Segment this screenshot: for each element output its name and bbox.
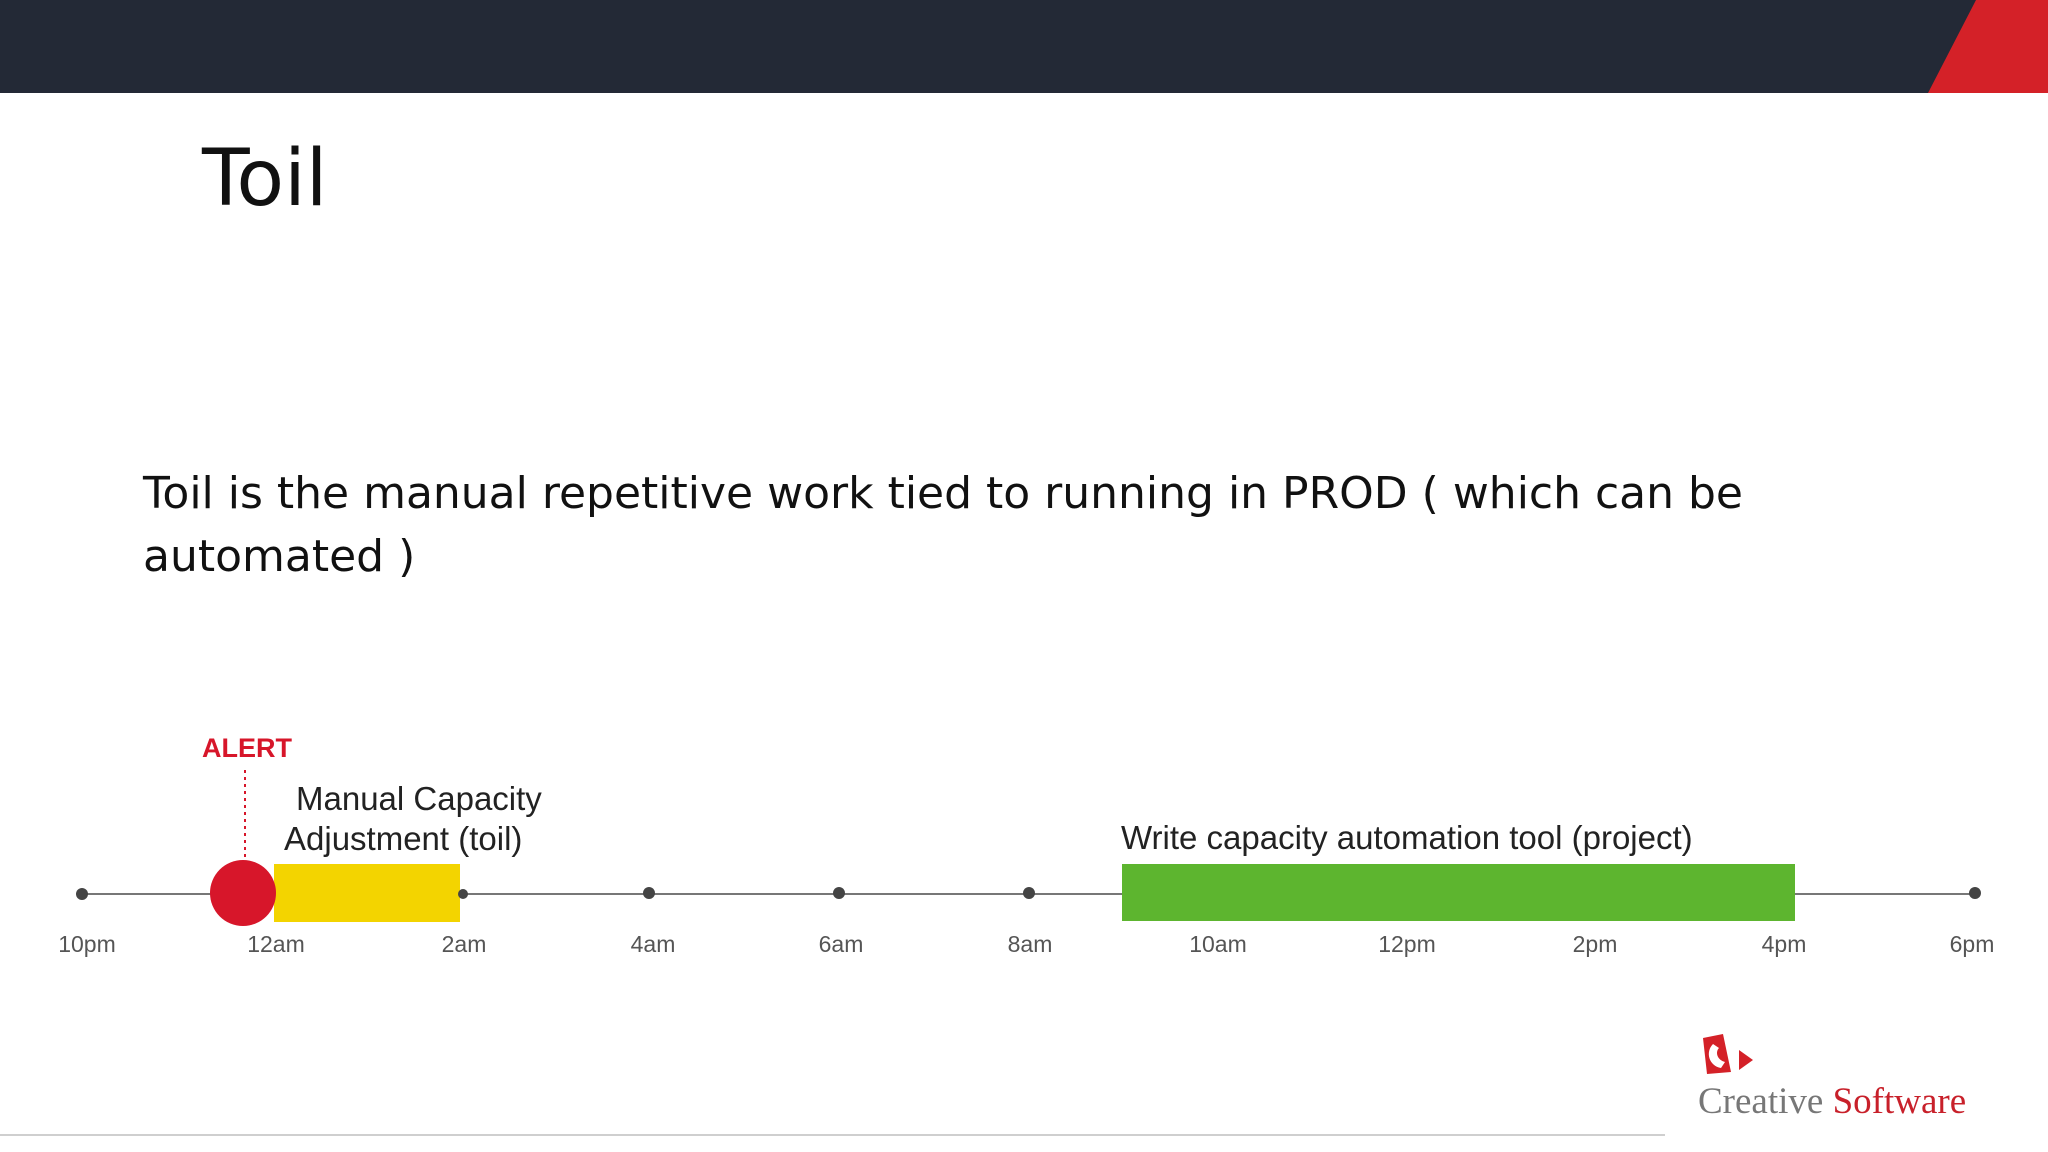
slide-body-text: Toil is the manual repetitive work tied … — [143, 462, 1743, 588]
alert-circle — [210, 860, 276, 926]
tick-label-8am: 8am — [1008, 931, 1053, 957]
tick-label-12am: 12am — [247, 931, 305, 957]
alert-label: ALERT — [202, 733, 292, 763]
tick-label-4am: 4am — [631, 931, 676, 957]
tick-label-10am: 10am — [1189, 931, 1247, 957]
company-logo-text: Creative Software — [1698, 1080, 1966, 1123]
tick-dot-2am — [458, 889, 468, 899]
tick-dot-4am — [643, 887, 655, 899]
tick-label-10pm: 10pm — [58, 931, 116, 957]
toil-block — [274, 864, 460, 922]
tick-dot-6pm — [1969, 887, 1981, 899]
tick-label-4pm: 4pm — [1762, 931, 1807, 957]
toil-label-line-2: Adjustment (toil) — [284, 820, 522, 857]
header-accent-shape — [1928, 0, 2048, 93]
project-block — [1122, 864, 1795, 921]
logo-word-creative: Creative — [1698, 1081, 1824, 1122]
tick-label-2am: 2am — [442, 931, 487, 957]
header-bar — [0, 0, 2048, 93]
tick-label-6pm: 6pm — [1950, 931, 1995, 957]
creative-software-logo-icon — [1703, 1034, 1753, 1074]
footer-divider — [0, 1134, 1665, 1136]
tick-dot-10pm — [76, 888, 88, 900]
logo-word-software: Software — [1832, 1081, 1967, 1122]
tick-label-6am: 6am — [819, 931, 864, 957]
body-line-2: automated ) — [143, 531, 416, 582]
project-label: Write capacity automation tool (project) — [1121, 819, 1693, 856]
timeline-diagram: ALERT Manual Capacity Adjustment (toil) … — [58, 733, 1995, 957]
tick-dot-6am — [833, 887, 845, 899]
tick-label-2pm: 2pm — [1573, 931, 1618, 957]
slide-title: Toil — [202, 134, 328, 224]
toil-label-line-1: Manual Capacity — [296, 780, 542, 817]
tick-label-12pm: 12pm — [1378, 931, 1436, 957]
body-line-1: Toil is the manual repetitive work tied … — [143, 468, 1744, 519]
tick-dot-8am — [1023, 887, 1035, 899]
